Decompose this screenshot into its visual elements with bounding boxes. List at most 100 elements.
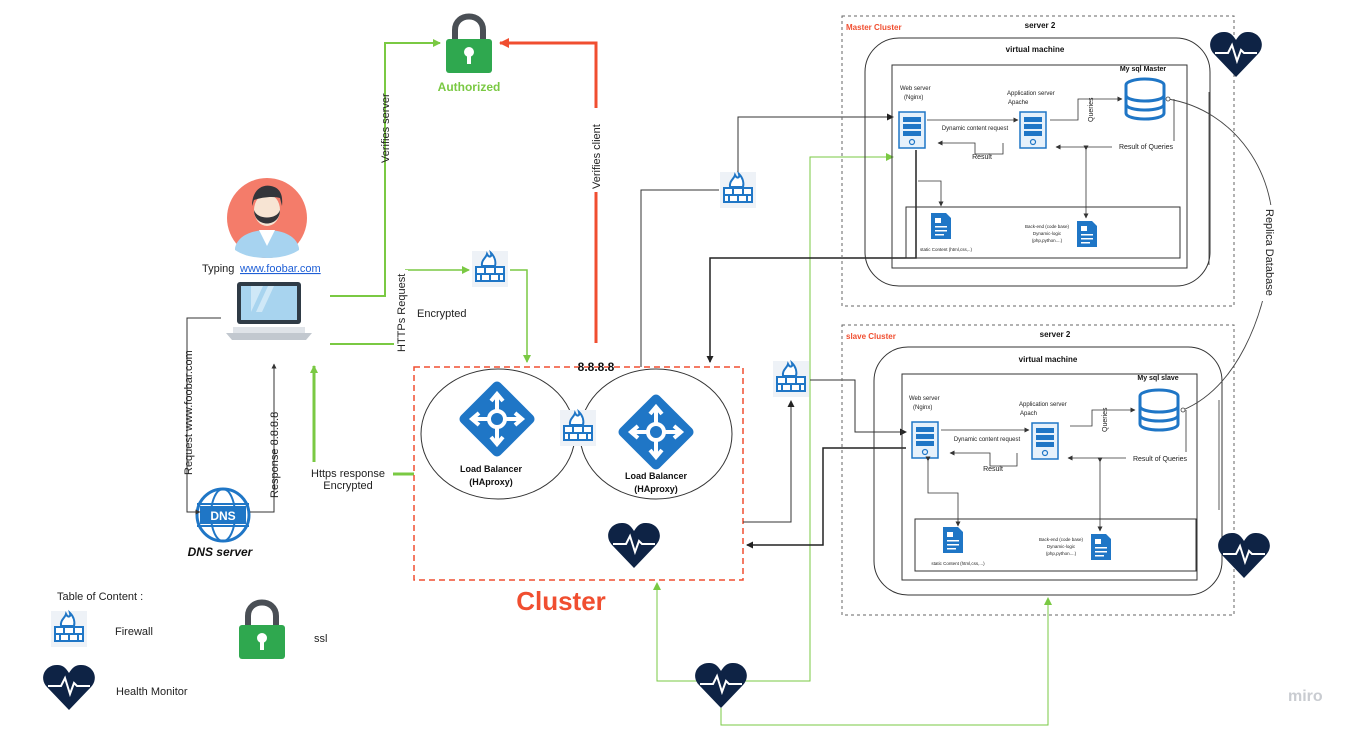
dns-request-label: Request www.foobar.com	[183, 350, 195, 475]
master-backend-3: (php,python....)	[1032, 238, 1063, 243]
legend-firewall: Firewall	[115, 626, 153, 638]
firewall-icon	[471, 250, 509, 288]
document-icon	[943, 527, 963, 553]
slave-storage-box	[914, 518, 1197, 572]
encrypted-label: Encrypted	[417, 308, 467, 320]
slave-static-content: static Content (html,css,...)	[931, 561, 985, 566]
firewall-icon	[719, 171, 757, 209]
document-icon	[1077, 221, 1097, 247]
master-cluster-label: Master Cluster	[846, 23, 902, 32]
dns-response-label: Response 8.8.8.8	[269, 412, 281, 498]
https-response-label: Https response	[311, 468, 385, 480]
master-dynamic-request-label: Dynamic content request	[942, 126, 1009, 132]
authorized-label: Authorized	[438, 80, 501, 94]
slave-web-to-static-line	[925, 456, 961, 527]
slave-db-label: My sql slave	[1137, 375, 1178, 382]
server-icon	[911, 421, 939, 459]
firewall-icon	[559, 409, 597, 447]
slave-to-cluster-return-line	[746, 447, 906, 549]
replica-database-curve	[1167, 98, 1274, 411]
firewall-to-master-web-line	[737, 113, 894, 172]
verifies-client-arrow	[499, 38, 598, 343]
cluster-to-master-firewall-line	[640, 189, 719, 367]
lb2-name: Load Balancer	[625, 471, 688, 481]
master-app-server-sub: Apache	[1008, 100, 1029, 106]
slave-backend-1: Back-end (code base)	[1039, 537, 1084, 542]
slave-cluster-label: slave Cluster	[846, 332, 896, 341]
database-icon	[1138, 388, 1180, 432]
response-encrypted-label: Encrypted	[323, 480, 373, 492]
firewall-to-cluster-arrow	[510, 269, 531, 363]
health-monitor-icon	[1217, 531, 1271, 579]
lb2-sub: (HAproxy)	[634, 484, 678, 494]
cluster-ip-label: 8.8.8.8	[578, 360, 615, 374]
master-server-label: server 2	[1025, 21, 1056, 30]
master-static-content: static Content (html,css,..)	[920, 247, 973, 252]
lock-icon	[239, 603, 285, 660]
verifies-server-arrow	[330, 39, 441, 297]
health-monitor-icon	[42, 663, 96, 711]
typing-url-link[interactable]: www.foobar.com	[239, 263, 321, 275]
server-icon	[898, 111, 926, 149]
master-storage-box	[905, 206, 1181, 259]
dns-response-line	[250, 363, 277, 513]
firewall-to-slave-web-line	[810, 379, 907, 436]
laptop-icon[interactable]	[226, 282, 312, 340]
master-result-queries-label: Result of Queries	[1119, 144, 1174, 151]
typing-prefix: Typing	[202, 263, 234, 275]
slave-result-line	[949, 450, 1018, 467]
master-app-server: Application server	[1007, 91, 1055, 97]
health-monitor-icon	[607, 521, 661, 569]
master-cluster-box	[841, 15, 1235, 307]
cluster-box	[413, 366, 744, 581]
https-request-line	[330, 270, 406, 345]
slave-vm-label: virtual machine	[1019, 355, 1078, 364]
slave-web-server-sub: (Nginx)	[913, 405, 932, 411]
document-icon	[1091, 534, 1111, 560]
master-result-label: Result	[972, 154, 992, 161]
dns-server-label: DNS server	[188, 545, 254, 559]
dns-request-line	[186, 317, 221, 515]
master-vm-outline	[864, 37, 1211, 287]
master-vm-label: virtual machine	[1006, 45, 1065, 54]
master-web-to-static-line	[918, 180, 944, 207]
legend-health-monitor: Health Monitor	[116, 686, 188, 698]
slave-server-label: server 2	[1040, 330, 1071, 339]
cluster-to-slave-firewall-line	[743, 400, 795, 523]
master-queries-line	[1050, 96, 1123, 121]
slave-queries-label: Queries	[1102, 407, 1109, 432]
slave-backend-2: Dynamic-logic	[1047, 544, 1076, 549]
https-request-label: HTTPs Request	[396, 274, 408, 352]
master-backend-1: Back-end (code base)	[1025, 224, 1070, 229]
database-icon	[1124, 77, 1166, 121]
slave-backend-3: (php,python....)	[1046, 551, 1077, 556]
master-web-server-sub: (Nginx)	[904, 95, 923, 101]
master-vm-box	[891, 64, 1188, 269]
server-icon	[1019, 111, 1047, 149]
lb1-name: Load Balancer	[460, 464, 523, 474]
master-web-server: Web server	[900, 86, 931, 92]
slave-cluster-box	[841, 324, 1235, 616]
master-result-line	[937, 140, 1004, 155]
dns-icon-text: DNS	[210, 509, 235, 523]
dns-globe-icon: DNS	[195, 487, 251, 543]
cluster-title: Cluster	[516, 586, 606, 616]
health-monitor-icon	[1209, 30, 1263, 79]
server-icon	[1031, 422, 1059, 460]
https-response-arrow	[310, 365, 414, 476]
slave-result-label: Result	[983, 466, 1003, 473]
health-to-cluster-line	[653, 582, 697, 682]
master-to-cluster-return-line	[706, 150, 917, 363]
lock-icon	[446, 17, 492, 74]
slave-app-server-sub: Apach	[1020, 411, 1037, 417]
legend-title: Table of Content :	[57, 591, 143, 603]
health-to-slave-line	[720, 597, 1052, 726]
slave-result-queries-label: Result of Queries	[1133, 456, 1188, 463]
firewall-icon	[50, 610, 88, 648]
verifies-client-label: Verifies client	[591, 124, 603, 189]
replica-database-label: Replica Database	[1263, 209, 1275, 296]
user-avatar-icon	[227, 178, 307, 258]
master-queries-label: Queries	[1088, 97, 1095, 122]
verifies-server-label: Verifies server	[380, 93, 392, 163]
slave-dynamic-request-label: Dynamic content request	[954, 437, 1021, 443]
